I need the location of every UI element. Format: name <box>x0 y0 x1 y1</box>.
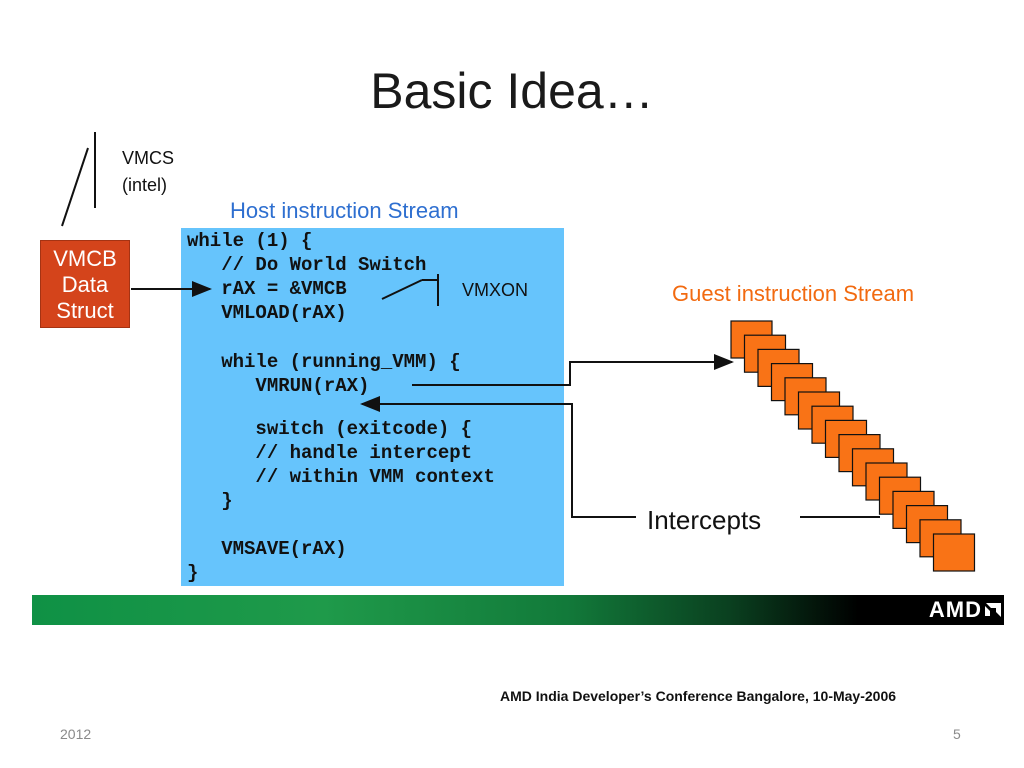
amd-arrow-icon <box>984 596 1002 617</box>
code-line: VMSAVE(rAX) <box>187 538 347 560</box>
code-line: } <box>187 562 199 584</box>
vmcb-data-struct-box: VMCB Data Struct <box>40 240 130 328</box>
guest-instruction-block <box>932 533 976 572</box>
intercepts-label: Intercepts <box>647 505 762 535</box>
amd-logo: AMD <box>929 595 1002 625</box>
vmcs-label-line2: (intel) <box>122 175 168 195</box>
vmxon-callout-leader <box>381 279 423 300</box>
slide-title: Basic Idea… <box>370 63 654 119</box>
code-line: // handle intercept <box>187 442 473 464</box>
guest-instruction-blocks <box>730 320 976 572</box>
conference-footer: AMD India Developer’s Conference Bangalo… <box>500 688 897 704</box>
guest-stream-label: Guest instruction Stream <box>672 281 915 306</box>
code-line: VMRUN(rAX) <box>187 375 370 397</box>
amd-logo-text: AMD <box>928 597 982 622</box>
vmcb-box-line: Data <box>61 272 109 297</box>
code-line: switch (exitcode) { <box>187 418 473 440</box>
code-line: VMLOAD(rAX) <box>187 302 347 324</box>
host-stream-label: Host instruction Stream <box>230 198 459 223</box>
code-line: while (1) { <box>187 230 313 252</box>
footer-year: 2012 <box>60 726 92 742</box>
vmcs-label: VMCS (intel) <box>122 145 174 199</box>
vmcb-box-line: VMCB <box>53 246 117 271</box>
vmxon-label: VMXON <box>462 280 529 300</box>
vmrun-to-guest-arrow <box>412 354 734 386</box>
footer-bar <box>32 595 1004 625</box>
page-number: 5 <box>953 726 961 742</box>
vmcb-box-line: Struct <box>56 298 114 323</box>
code-line: rAX = &VMCB <box>187 278 347 300</box>
code-line: // within VMM context <box>187 466 495 488</box>
vmcs-label-line1: VMCS <box>122 148 175 168</box>
vmcs-callout-leader <box>61 147 89 227</box>
code-line: } <box>187 490 233 512</box>
code-line: // Do World Switch <box>187 254 427 276</box>
intercept-return-arrow <box>360 396 636 518</box>
code-line: while (running_VMM) { <box>187 351 461 373</box>
